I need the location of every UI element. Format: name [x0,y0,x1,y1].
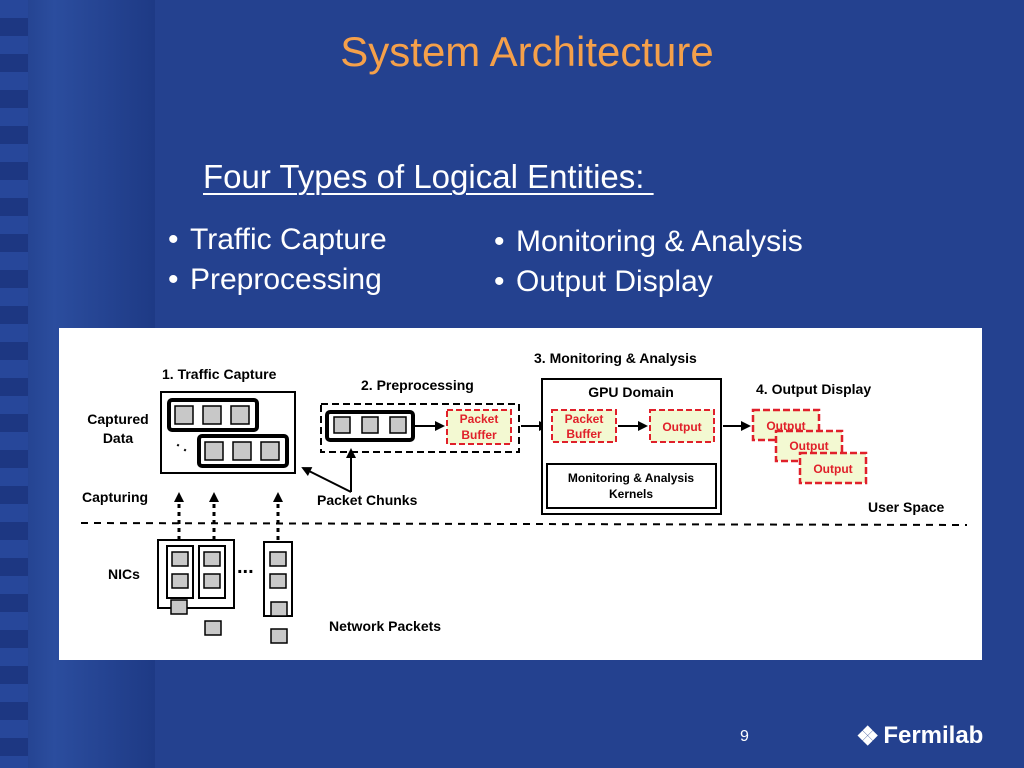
fermilab-logo-icon: ❖ [856,721,880,751]
background-pattern [0,0,28,768]
gpu-output-label: Output [662,420,701,434]
arrow-chunks-to-capture [301,467,352,493]
output-display-3 [798,451,868,485]
chunk-cell [361,416,379,434]
diagram-canvas: 1. Traffic Capture 2. Preprocessing 3. M… [80,350,968,644]
label-data: Data [103,430,134,446]
nic-packet [203,573,221,589]
output-display-3-label: Output [813,462,852,476]
label-preprocessing: 2. Preprocessing [361,377,474,393]
label-network-packets: Network Packets [329,618,441,634]
nic-packet [203,551,221,567]
label-captured: Captured [87,411,148,427]
label-gpu-domain: GPU Domain [588,384,674,400]
packet-buffer-2 [551,409,617,443]
chunk-cell [389,416,407,434]
chunk-cell [232,441,252,461]
bullet-list-right: Monitoring & Analysis Output Display [486,222,803,302]
bullet-traffic-capture: Traffic Capture [160,220,387,260]
gpu-output [649,409,715,443]
chunk-cell [333,416,351,434]
packet-buffer-1-label-line1: Packet [460,412,499,426]
chunk-cell [260,441,280,461]
slide-title: System Architecture [340,28,714,75]
packet-buffer-2-label-line1: Packet [565,412,604,426]
user-space-divider [80,522,968,526]
output-display-1-label: Output [766,419,805,433]
preprocessing-box [320,403,520,453]
packet-buffer-2-label-line2: Buffer [566,427,602,441]
label-user-space: User Space [868,499,944,515]
chunk-cell [174,405,194,425]
page-number: 9 [740,728,749,745]
nic-packet [171,551,189,567]
nic-ellipsis: ... [237,556,254,578]
fermilab-logo: ❖ Fermilab [856,722,983,750]
bullet-list-left: Traffic Capture Preprocessing [160,220,387,300]
output-display-2-label: Output [789,439,828,453]
label-monitoring-analysis: 3. Monitoring & Analysis [534,350,697,366]
network-packet [204,620,222,636]
nic-packet [171,573,189,589]
slide-subtitle: Four Types of Logical Entities: [203,158,654,195]
label-output-display: 4. Output Display [756,381,871,397]
network-packet [170,599,188,615]
label-nics: NICs [108,566,140,582]
nic-packet [269,573,287,589]
label-traffic-capture: 1. Traffic Capture [162,366,277,382]
bullet-output-display: Output Display [486,262,803,302]
packet-buffer-1 [446,409,512,445]
architecture-diagram: 1. Traffic Capture 2. Preprocessing 3. M… [59,328,982,660]
kernels-label-line1: Monitoring & Analysis [568,471,695,485]
label-packet-chunks: Packet Chunks [317,492,418,508]
chunk-cell [202,405,222,425]
packet-buffer-1-label-line2: Buffer [461,428,497,442]
chunk-cell [204,441,224,461]
bullet-monitoring-analysis: Monitoring & Analysis [486,222,803,262]
label-capturing: Capturing [82,489,148,505]
network-packet [270,601,288,617]
network-packet [270,628,288,644]
bullet-preprocessing: Preprocessing [160,260,387,300]
chunk-cell [230,405,250,425]
logo-text: Fermilab [883,722,984,749]
kernels-box [546,463,717,509]
nic-packet [269,551,287,567]
kernels-label-line2: Kernels [609,487,653,501]
